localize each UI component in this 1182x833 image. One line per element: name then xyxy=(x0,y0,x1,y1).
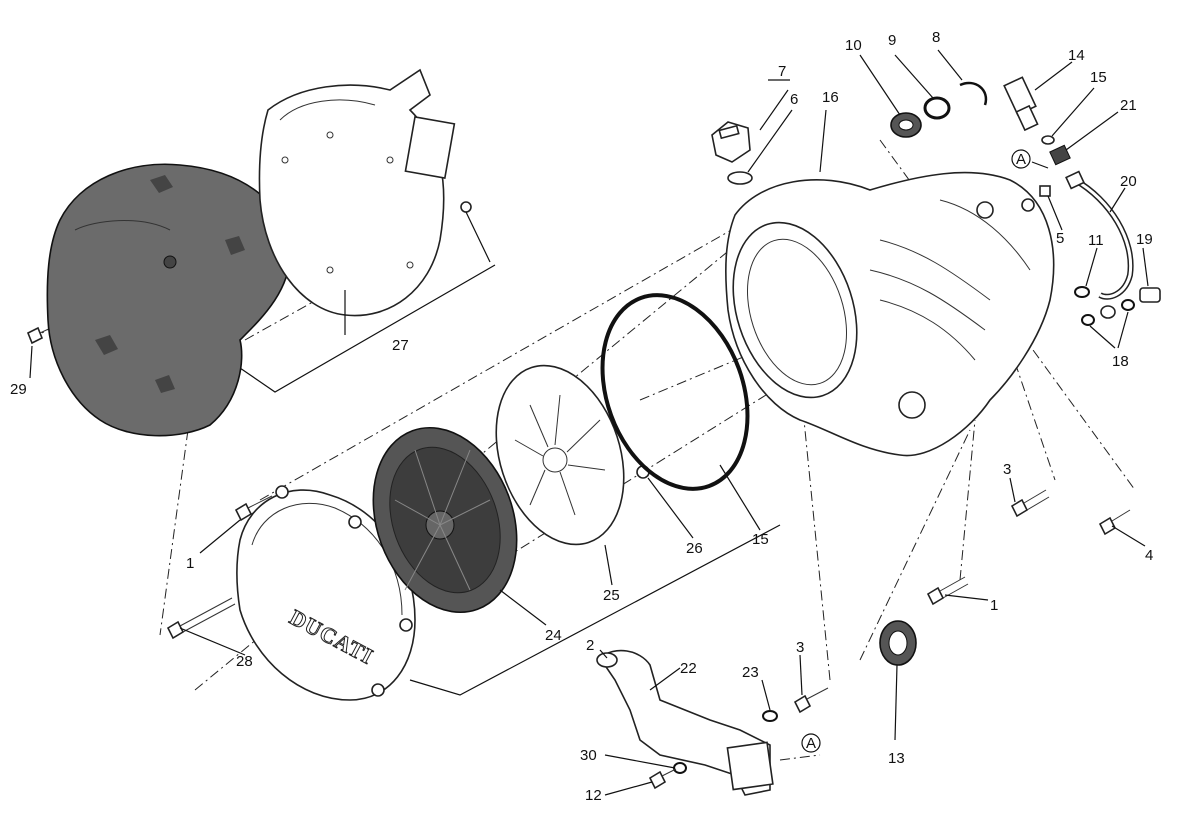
callout-1-left: 1 xyxy=(186,555,194,572)
callout-24: 24 xyxy=(545,627,562,644)
dark-outer-cover xyxy=(46,163,291,437)
part-25-disc xyxy=(495,364,625,546)
part-27-inner-cover xyxy=(258,68,472,317)
reference-marker-a-upper: A xyxy=(1011,149,1049,169)
callout-9: 9 xyxy=(888,32,896,49)
part-21-fitting xyxy=(1049,144,1071,166)
part-1-bolt-right xyxy=(926,576,969,606)
callout-27: 27 xyxy=(392,337,409,354)
callout-10: 10 xyxy=(845,37,862,54)
part-18-washers xyxy=(1081,299,1135,326)
callout-3-lower: 3 xyxy=(796,639,804,656)
leader-lines xyxy=(29,49,1149,796)
part-17-housing xyxy=(725,171,1055,457)
part-5-dowel xyxy=(1039,185,1051,197)
callout-labels: 29 27 1 28 24 25 26 15 7 6 16 10 9 8 14 … xyxy=(10,29,1153,804)
part-8-circlip xyxy=(959,81,988,106)
ducati-clutch-cover: DUCATI xyxy=(236,485,416,701)
part-16-o-ring xyxy=(600,293,750,491)
callout-13: 13 xyxy=(888,750,905,767)
part-10-bearing xyxy=(890,112,922,138)
part-24-pressure-plate xyxy=(372,426,518,614)
callout-11: 11 xyxy=(1088,232,1104,249)
callout-15: 15 xyxy=(1090,69,1107,86)
callout-22: 22 xyxy=(680,660,697,677)
part-7-filler-cap xyxy=(711,121,751,163)
callout-3-right: 3 xyxy=(1003,461,1011,478)
part-4-bolt xyxy=(1098,509,1131,536)
part-13-oil-seal xyxy=(879,620,917,666)
group-brackets xyxy=(239,79,790,696)
part-30-washer xyxy=(673,762,687,774)
callout-23: 23 xyxy=(742,664,759,681)
part-12-screw xyxy=(648,768,677,790)
callout-2: 2 xyxy=(586,637,594,654)
callout-1-right: 1 xyxy=(990,597,998,614)
callout-26: 26 xyxy=(686,540,703,557)
part-14-sensor xyxy=(1003,76,1039,132)
callout-21: 21 xyxy=(1120,97,1137,114)
callout-28: 28 xyxy=(236,653,253,670)
part-22-bracket xyxy=(596,649,774,796)
part-9-washer xyxy=(923,96,951,120)
callout-5: 5 xyxy=(1056,230,1064,247)
part-15-washer xyxy=(1041,135,1055,145)
callout-4: 4 xyxy=(1145,547,1153,564)
part-3-bolt-right xyxy=(1010,489,1050,518)
reference-marker-a-lower-text: A xyxy=(806,735,816,752)
reference-marker-a-upper-text: A xyxy=(1016,151,1026,168)
callout-12: 12 xyxy=(585,787,602,804)
callout-8: 8 xyxy=(932,29,940,46)
callout-20: 20 xyxy=(1120,173,1137,190)
part-23-washer xyxy=(762,710,778,722)
callout-7: 7 xyxy=(778,63,786,80)
callout-29: 29 xyxy=(10,381,27,398)
callout-30: 30 xyxy=(580,747,597,764)
reference-marker-a-lower: A xyxy=(801,733,821,753)
callout-6: 6 xyxy=(790,91,798,108)
callout-14: 14 xyxy=(1068,47,1085,64)
part-28-bolt xyxy=(166,597,236,640)
callout-19: 19 xyxy=(1136,231,1153,248)
callout-18: 18 xyxy=(1112,353,1129,370)
callout-17: 16 xyxy=(822,89,839,106)
part-3-bolt-lower xyxy=(793,687,829,714)
part-11-washer xyxy=(1074,286,1090,298)
part-6-seal xyxy=(727,171,753,185)
callout-25: 25 xyxy=(603,587,620,604)
part-20-hose xyxy=(1065,170,1134,300)
part-19-banjo-bolt xyxy=(1139,287,1161,303)
callout-16: 15 xyxy=(752,531,769,548)
